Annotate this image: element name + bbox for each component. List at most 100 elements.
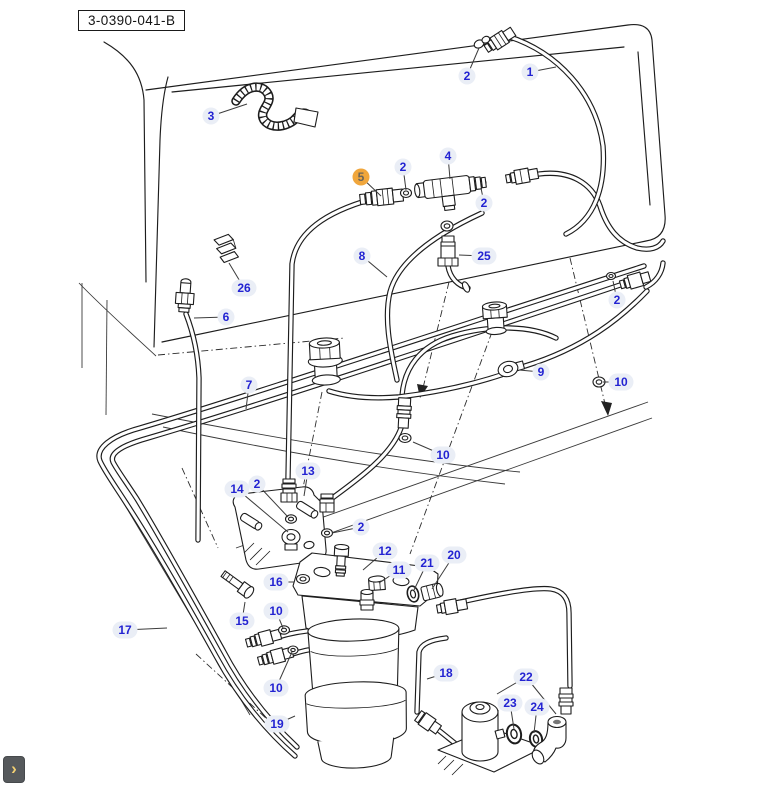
- nut: [277, 625, 291, 635]
- svg-text:17: 17: [118, 623, 132, 637]
- callout-6-11[interactable]: 6: [217, 308, 235, 326]
- svg-text:2: 2: [614, 293, 621, 307]
- callout-10-13[interactable]: 10: [608, 373, 634, 391]
- banjo-fitting: [497, 360, 526, 378]
- ribbed-hose: [236, 87, 319, 127]
- callout-23-31[interactable]: 23: [497, 694, 523, 712]
- svg-text:7: 7: [246, 378, 253, 392]
- tank-fitting: [307, 337, 343, 386]
- callout-2-17[interactable]: 2: [248, 475, 266, 493]
- svg-text:10: 10: [614, 375, 628, 389]
- callout-13-16[interactable]: 13: [295, 462, 321, 480]
- elbow-fitting: [437, 235, 471, 293]
- callout-2-4[interactable]: 2: [394, 158, 412, 176]
- svg-text:15: 15: [235, 614, 249, 628]
- callout-24-32[interactable]: 24: [524, 698, 550, 716]
- callout-19-33[interactable]: 19: [264, 715, 290, 733]
- svg-text:13: 13: [301, 464, 315, 478]
- banjo-bolt: [333, 543, 350, 577]
- callout-18-28[interactable]: 18: [433, 664, 459, 682]
- callout-2-19[interactable]: 2: [352, 518, 370, 536]
- svg-text:26: 26: [237, 281, 251, 295]
- nut: [284, 514, 298, 524]
- svg-text:10: 10: [436, 448, 450, 462]
- svg-text:3: 3: [208, 109, 215, 123]
- svg-text:5: 5: [358, 170, 365, 184]
- nut: [399, 187, 413, 199]
- next-page-button[interactable]: ›: [3, 756, 25, 783]
- svg-text:1: 1: [527, 65, 534, 79]
- washer: [505, 723, 523, 745]
- svg-text:4: 4: [445, 149, 452, 163]
- svg-text:21: 21: [420, 556, 434, 570]
- callout-5-5[interactable]: 5: [352, 168, 370, 186]
- nut: [398, 432, 412, 444]
- pipe-fitting: [396, 397, 412, 429]
- nut: [287, 645, 299, 655]
- callout-1-0[interactable]: 1: [521, 63, 539, 81]
- svg-text:8: 8: [359, 249, 366, 263]
- fitting-5: [359, 187, 405, 207]
- elbow-fitting: [531, 715, 567, 765]
- pipe-fitting: [618, 271, 652, 290]
- svg-text:23: 23: [503, 696, 517, 710]
- pipe-fitting: [505, 167, 540, 185]
- nut: [420, 582, 444, 602]
- callout-4-3[interactable]: 4: [439, 147, 457, 165]
- pipe-fitting: [280, 478, 298, 503]
- pipe-fitting: [414, 710, 442, 735]
- nut: [440, 220, 454, 232]
- svg-text:2: 2: [254, 477, 261, 491]
- svg-text:2: 2: [481, 196, 488, 210]
- pipe-fitting: [435, 598, 469, 616]
- callout-10-15[interactable]: 10: [430, 446, 456, 464]
- callout-3-2[interactable]: 3: [202, 107, 220, 125]
- callout-22-29[interactable]: 22: [513, 668, 539, 686]
- callout-2-10[interactable]: 2: [608, 291, 626, 309]
- pipe-fitting: [558, 687, 574, 715]
- nut: [368, 575, 386, 592]
- svg-text:18: 18: [439, 666, 453, 680]
- svg-text:19: 19: [270, 717, 284, 731]
- svg-text:16: 16: [269, 575, 283, 589]
- pipe-fitting: [256, 646, 295, 666]
- callout-14-18[interactable]: 14: [224, 480, 250, 498]
- callout-10-30[interactable]: 10: [263, 679, 289, 697]
- mounting-bracket: [232, 486, 327, 570]
- svg-text:2: 2: [400, 160, 407, 174]
- callout-10-25[interactable]: 10: [263, 602, 289, 620]
- svg-text:22: 22: [519, 670, 533, 684]
- svg-text:24: 24: [530, 700, 544, 714]
- pipe-fitting: [244, 628, 283, 648]
- washer: [406, 585, 420, 603]
- callout-15-26[interactable]: 15: [229, 612, 255, 630]
- banjo-bolt: [281, 528, 301, 551]
- stud: [359, 588, 375, 611]
- callout-9-12[interactable]: 9: [532, 363, 550, 381]
- cab-outline: [103, 24, 666, 348]
- components: [174, 26, 652, 776]
- callout-2-6[interactable]: 2: [475, 194, 493, 212]
- callout-17-27[interactable]: 17: [112, 621, 138, 639]
- callout-8-7[interactable]: 8: [353, 247, 371, 265]
- tee-fitting: [414, 175, 487, 211]
- svg-text:10: 10: [269, 681, 283, 695]
- cap-part: [605, 271, 617, 281]
- callout-21-22[interactable]: 21: [414, 554, 440, 572]
- callout-16-24[interactable]: 16: [263, 573, 289, 591]
- callout-12-20[interactable]: 12: [372, 542, 398, 560]
- bolt: [220, 570, 255, 599]
- pipe-fitting: [319, 493, 335, 513]
- callout-25-8[interactable]: 25: [471, 247, 497, 265]
- svg-text:10: 10: [269, 604, 283, 618]
- part-code: 3-0390-041-B: [88, 13, 176, 28]
- callout-26-9[interactable]: 26: [231, 279, 257, 297]
- svg-text:6: 6: [223, 310, 230, 324]
- callout-2-1[interactable]: 2: [458, 67, 476, 85]
- callout-20-21[interactable]: 20: [441, 546, 467, 564]
- callout-7-14[interactable]: 7: [240, 376, 258, 394]
- callout-11-23[interactable]: 11: [386, 561, 412, 579]
- svg-text:2: 2: [464, 69, 471, 83]
